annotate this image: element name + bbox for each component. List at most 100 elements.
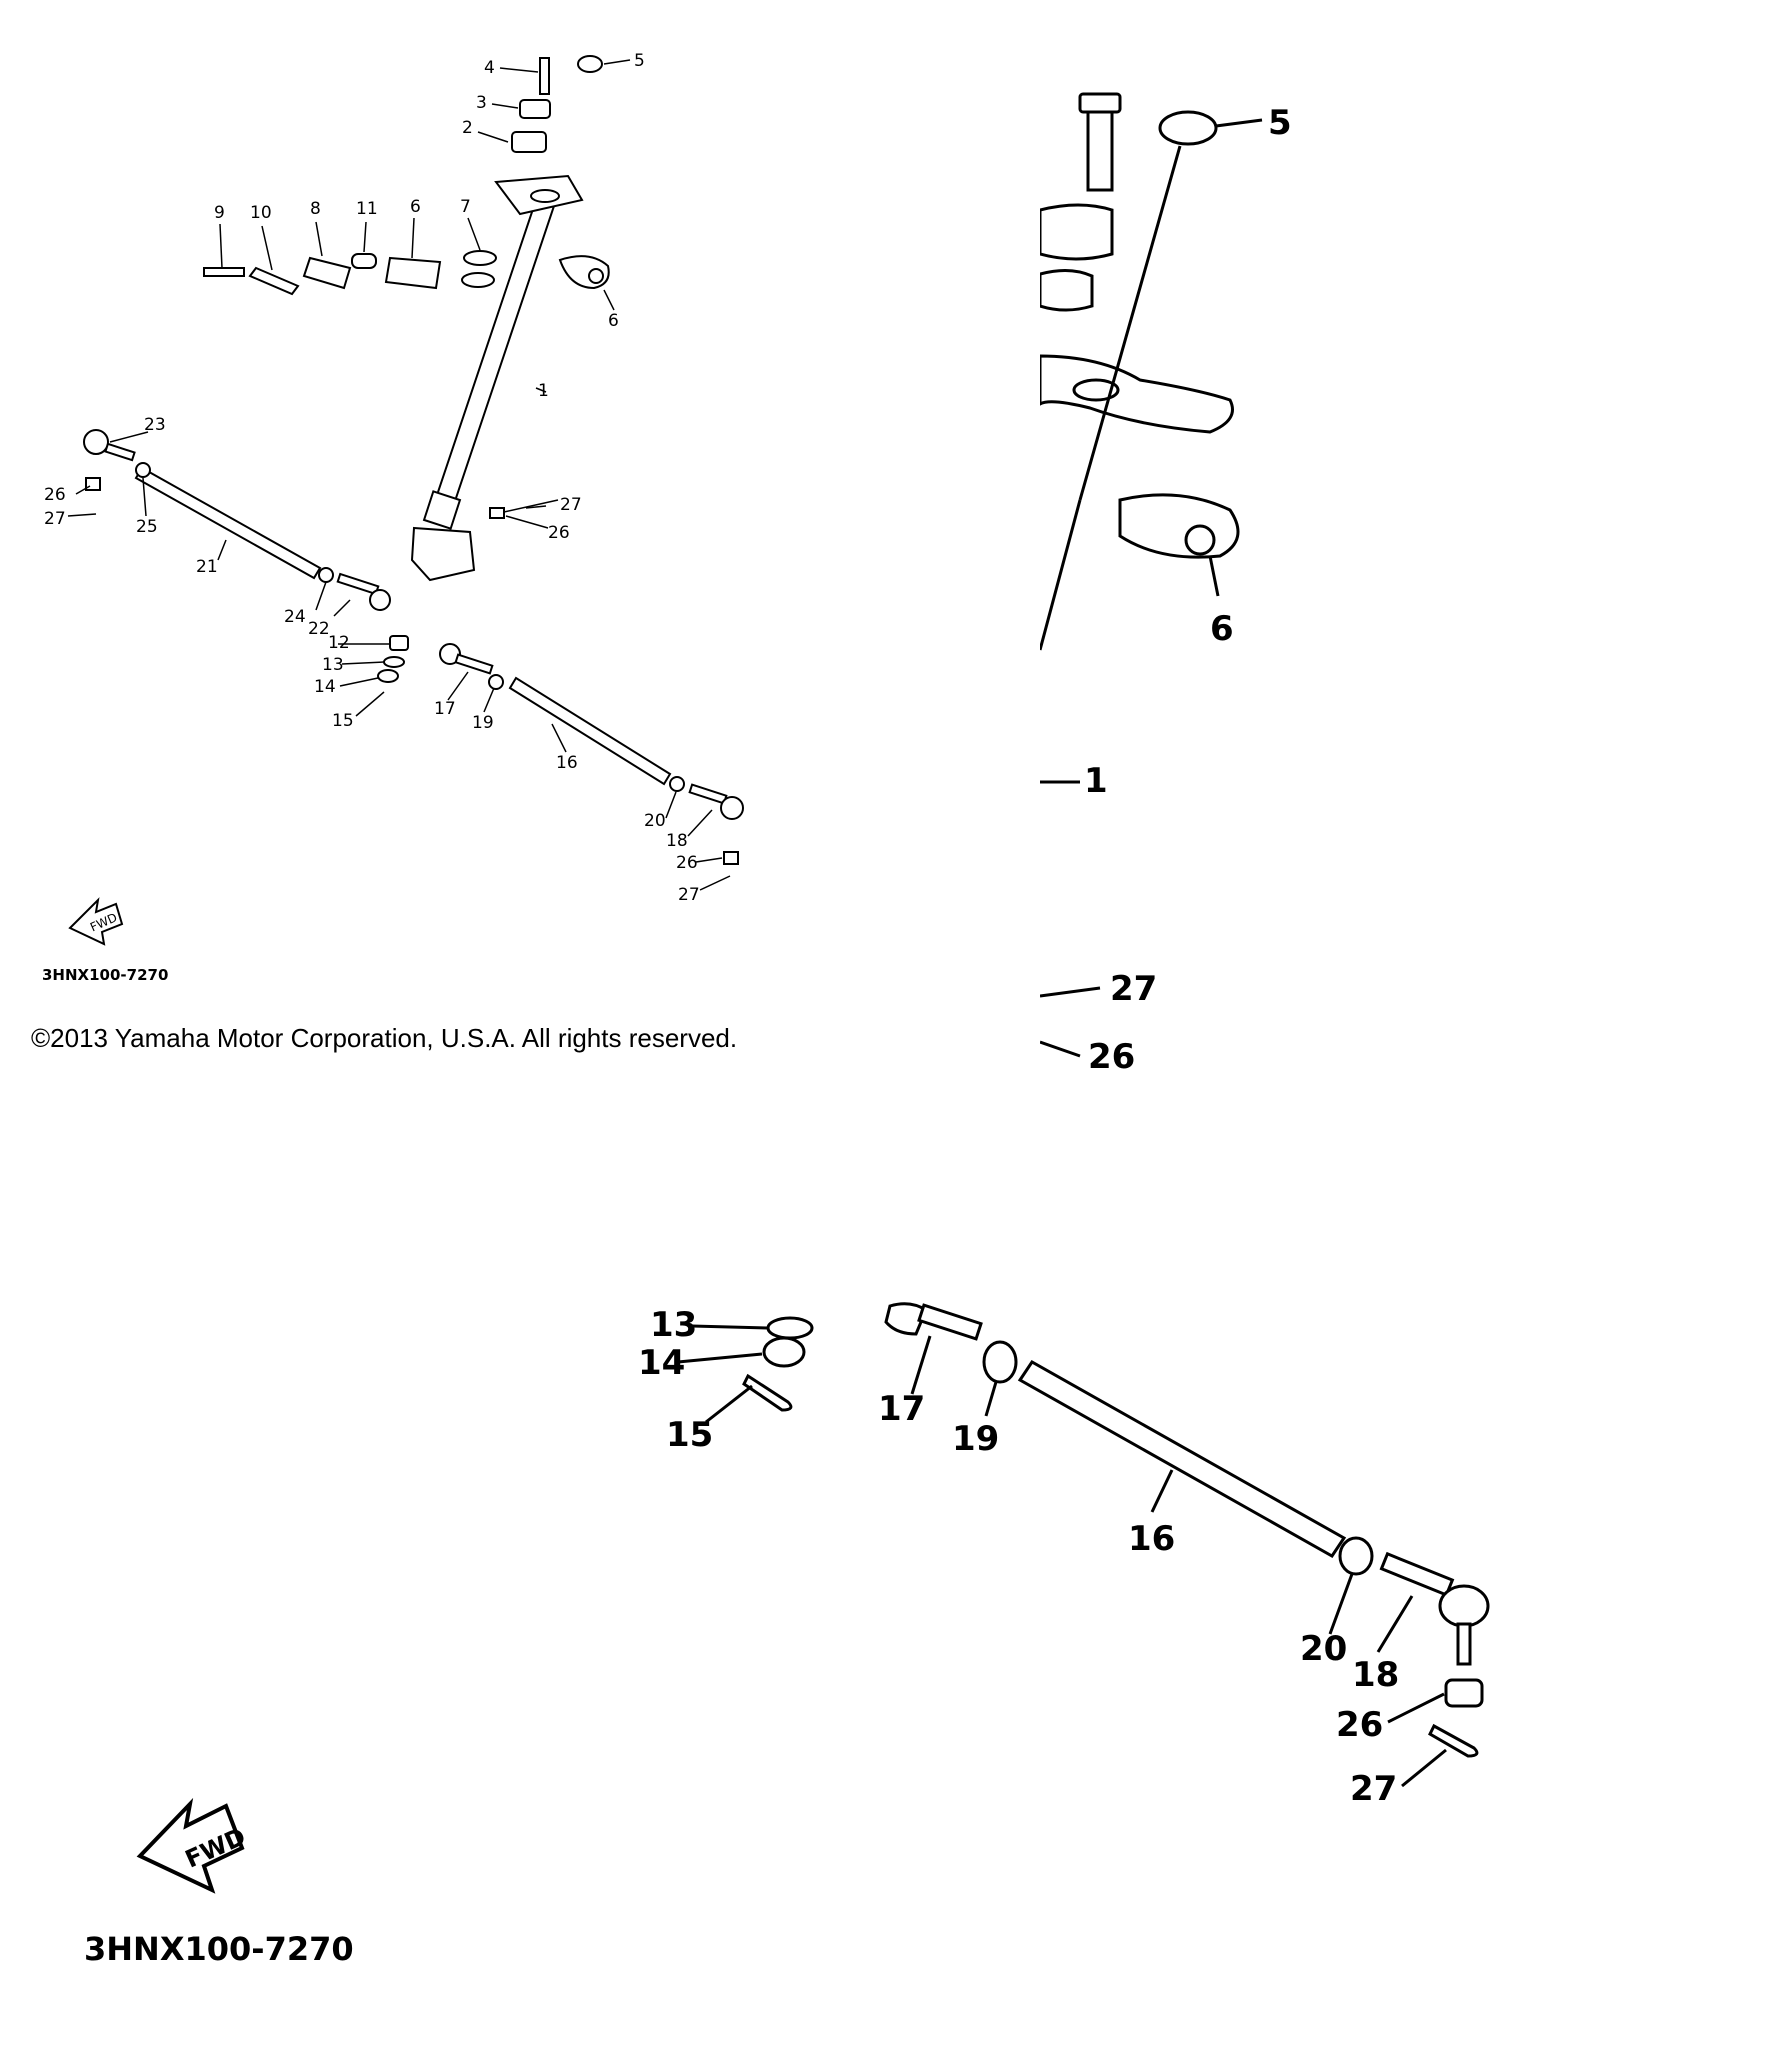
part-number: 15 — [332, 711, 354, 731]
plate — [302, 256, 352, 290]
part-number: 2 — [462, 118, 473, 138]
part-14 — [377, 669, 399, 683]
column-clamp — [1118, 493, 1240, 559]
rod-end-18-stud — [1456, 1622, 1472, 1666]
part-number: 27 — [44, 509, 66, 529]
column-lower-collar — [422, 490, 462, 530]
holder-plate-hole — [530, 189, 560, 203]
nut-26-upper — [489, 507, 505, 519]
cap — [577, 55, 603, 73]
part-number: 12 — [328, 633, 350, 653]
diagram-code: 3HNX100-7270 — [84, 1930, 354, 1968]
part-12 — [389, 635, 409, 651]
part-number: 6 — [410, 197, 421, 217]
part-number: 10 — [250, 203, 272, 223]
overview-diagram: 1 2 3 4 5 6 6 7 8 9 10 11 12 13 14 15 16… — [0, 0, 820, 1100]
leader-lines — [67, 59, 731, 891]
part-number: 3 — [476, 93, 487, 113]
part-14 — [762, 1336, 806, 1368]
holder-plate-hole — [1072, 378, 1120, 402]
part-number: 16 — [556, 753, 578, 773]
zoom-detail-top: 5 6 1 27 26 — [1040, 80, 1500, 1100]
leader-lines — [677, 1324, 1447, 1788]
part-number: 26 — [548, 523, 570, 543]
part-number: 9 — [214, 203, 225, 223]
part-number: 27 — [1110, 969, 1157, 1009]
nut-20 — [669, 776, 685, 792]
part-number: 8 — [310, 199, 321, 219]
part-number: 5 — [1268, 103, 1292, 143]
part-number: 23 — [144, 415, 166, 435]
zoom-top-drawing: 5 6 1 27 26 — [1040, 92, 1292, 1077]
spring-upper — [463, 250, 497, 266]
collar — [351, 253, 377, 269]
part-number: 7 — [460, 197, 471, 217]
nut-26 — [1444, 1678, 1484, 1708]
zoom-detail-bottom: 13 14 15 17 19 16 20 18 26 27 FWD 3HNX10… — [0, 1290, 1500, 2030]
cotter-pin-27 — [1428, 1723, 1479, 1758]
part-number: 1 — [538, 381, 549, 401]
rod-end-18-thread — [688, 783, 728, 805]
part-number: 20 — [644, 811, 666, 831]
part-number: 26 — [676, 853, 698, 873]
part-number: 19 — [952, 1419, 999, 1459]
holder-plate — [1040, 354, 1234, 434]
cap — [1158, 110, 1218, 146]
part-number: 27 — [678, 885, 700, 905]
part-number: 13 — [650, 1305, 697, 1345]
part-number: 1 — [1084, 761, 1108, 801]
rod-end-18 — [1438, 1584, 1490, 1628]
handlebar-holder-upper — [519, 99, 551, 119]
holder-bolt — [539, 57, 550, 95]
rod-end-17-thread — [917, 1303, 983, 1341]
tie-rod-right — [1017, 1360, 1347, 1558]
part-number: 14 — [314, 677, 336, 697]
rod-end-left-thread — [104, 442, 136, 462]
overview-drawing: 1 2 3 4 5 6 6 7 8 9 10 11 12 13 14 15 16… — [42, 51, 744, 984]
link — [248, 266, 300, 296]
nut-19 — [488, 674, 504, 690]
pitman-arm — [410, 526, 476, 582]
part-number: 5 — [634, 51, 645, 71]
fwd-arrow-icon: FWD — [136, 1797, 250, 1894]
rod-end-18-thread — [1379, 1551, 1455, 1597]
part-number: 6 — [1210, 609, 1234, 649]
rod-end-18 — [720, 796, 744, 820]
part-number: 26 — [44, 485, 66, 505]
part-number: 16 — [1128, 1519, 1175, 1559]
part-number: 27 — [560, 495, 582, 515]
part-number: 26 — [1088, 1037, 1135, 1077]
part-number: 18 — [666, 831, 688, 851]
part-number: 14 — [638, 1343, 685, 1383]
part-number: 26 — [1336, 1705, 1383, 1745]
diagram-code: 3HNX100-7270 — [42, 966, 168, 984]
part-number: 27 — [1350, 1769, 1397, 1809]
column-clamp-hole — [1184, 524, 1216, 556]
rod-end-left — [83, 429, 109, 455]
nut-20 — [1338, 1536, 1374, 1576]
handlebar-holder-lower — [511, 131, 547, 153]
part-13 — [766, 1316, 814, 1340]
fwd-arrow-icon: FWD — [68, 897, 124, 946]
nut-25 — [135, 462, 151, 478]
nut-26-left — [85, 477, 101, 491]
part-number: 21 — [196, 557, 218, 577]
part-number: 13 — [322, 655, 344, 675]
part-number: 24 — [284, 607, 306, 627]
spring-lower — [461, 272, 495, 288]
bolt — [203, 267, 245, 277]
zoom-bottom-drawing: 13 14 15 17 19 16 20 18 26 27 FWD 3HNX10… — [84, 1302, 1490, 1968]
part-number: 4 — [484, 58, 495, 78]
part-number: 19 — [472, 713, 494, 733]
leader-lines — [1040, 118, 1263, 1058]
column-clamp-hole — [588, 268, 604, 284]
clamp-left — [384, 256, 442, 290]
part-number: 25 — [136, 517, 158, 537]
part-15-cotter-pin — [742, 1373, 793, 1412]
rod-end-17-thread — [454, 653, 494, 675]
nut-19 — [982, 1340, 1018, 1384]
steering-column-shaft — [430, 199, 558, 511]
rod-end-17 — [439, 643, 461, 665]
part-number: 20 — [1300, 1629, 1347, 1669]
part-number: 22 — [308, 619, 330, 639]
